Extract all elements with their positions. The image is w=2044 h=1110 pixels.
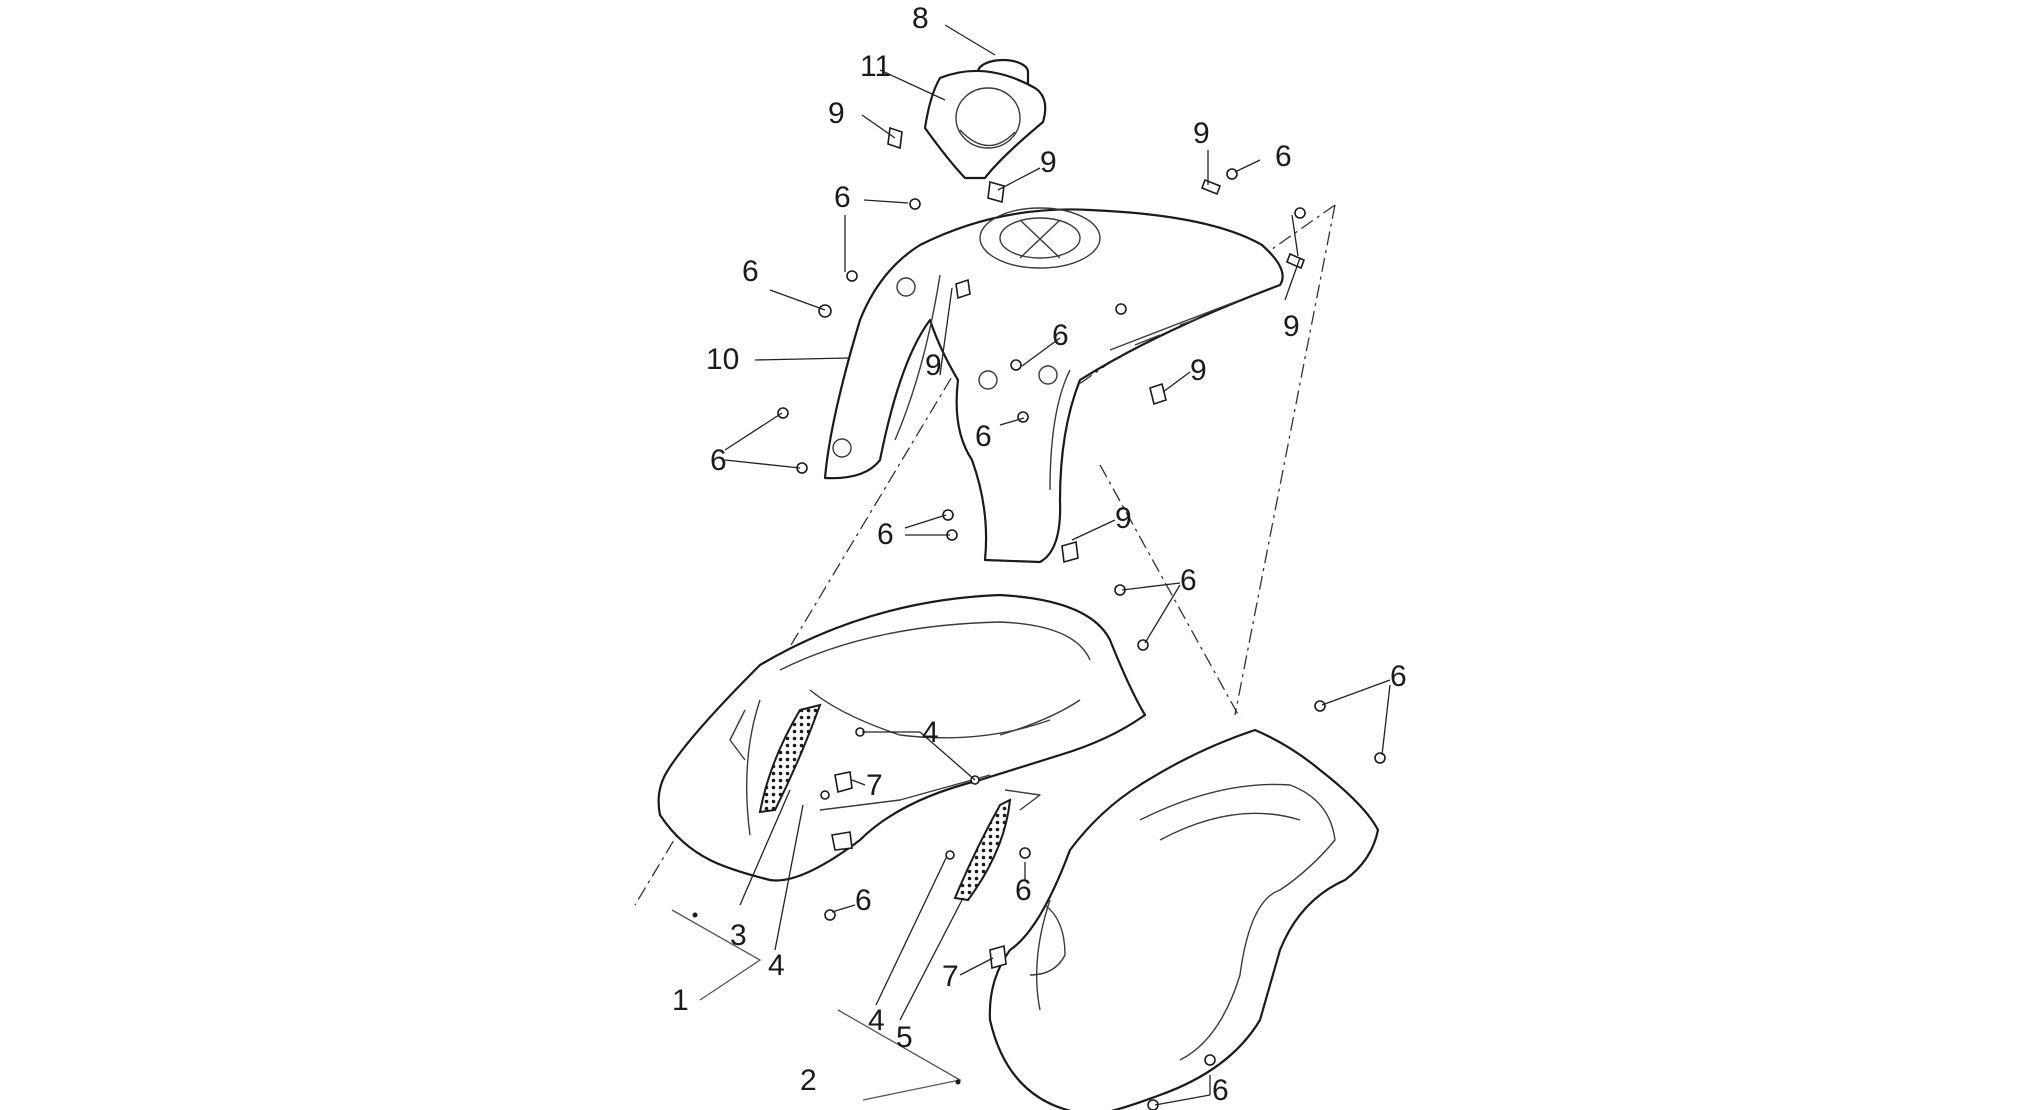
callout-7: 7 xyxy=(866,769,883,802)
callout-9: 9 xyxy=(925,349,942,382)
callout-9: 9 xyxy=(1190,354,1207,387)
right-side-panel-part-2 xyxy=(988,728,1380,1110)
callout-4: 4 xyxy=(768,949,785,982)
callout-6: 6 xyxy=(1212,1074,1229,1107)
callout-4: 4 xyxy=(868,1004,885,1037)
front-fairing-part-1 xyxy=(657,593,1147,882)
callout-9: 9 xyxy=(1193,117,1210,150)
callout-10: 10 xyxy=(706,343,739,376)
callout-9: 9 xyxy=(828,97,845,130)
callout-6: 6 xyxy=(1180,564,1197,597)
filler-trim-part-11 xyxy=(923,69,1047,180)
callout-2: 2 xyxy=(800,1064,817,1097)
group-brackets xyxy=(671,909,962,1101)
callout-6: 6 xyxy=(834,181,851,214)
callout-6: 6 xyxy=(975,420,992,453)
callout-9: 9 xyxy=(1115,502,1132,535)
callout-1: 1 xyxy=(672,984,689,1017)
callout-9: 9 xyxy=(1283,310,1300,343)
callout-6: 6 xyxy=(1390,660,1407,693)
callout-8: 8 xyxy=(912,2,929,35)
callout-6: 6 xyxy=(1275,140,1292,173)
callout-4: 4 xyxy=(922,716,939,749)
left-mesh-grille-part-3 xyxy=(758,703,822,814)
callout-7: 7 xyxy=(942,960,959,993)
callout-3: 3 xyxy=(730,919,747,952)
callout-labels: 8 11 9 9 9 6 6 9 6 10 9 6 9 6 6 6 9 6 6 … xyxy=(672,2,1407,1107)
callout-6: 6 xyxy=(877,518,894,551)
callout-6: 6 xyxy=(855,884,872,917)
fasteners xyxy=(777,168,1386,1110)
callout-6: 6 xyxy=(710,444,727,477)
callout-6: 6 xyxy=(1052,319,1069,352)
callout-6: 6 xyxy=(742,255,759,288)
callout-6: 6 xyxy=(1015,874,1032,907)
upper-tank-cover-part-10 xyxy=(823,207,1284,564)
callout-9: 9 xyxy=(1040,146,1057,179)
leader-lines xyxy=(724,24,1391,1106)
callout-11: 11 xyxy=(860,50,891,83)
callout-5: 5 xyxy=(896,1021,913,1054)
right-mesh-grille-part-5 xyxy=(953,789,1041,902)
